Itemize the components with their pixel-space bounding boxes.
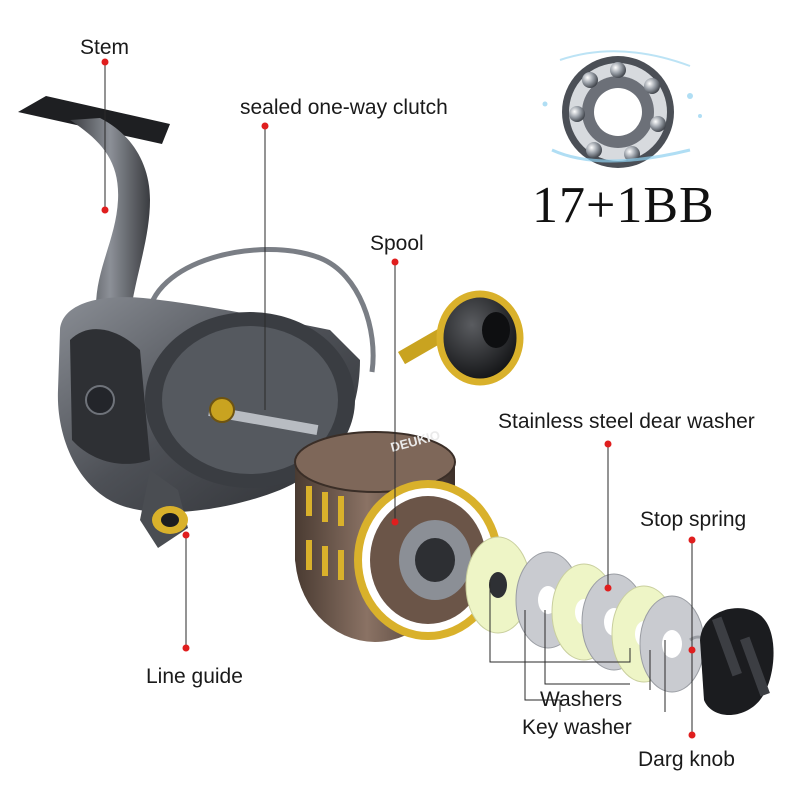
washer-stack [465, 536, 723, 693]
drag-knob-part [700, 608, 774, 715]
callout-markers [101, 58, 696, 739]
line-guide-roller [140, 470, 188, 548]
bail-arm [145, 247, 376, 373]
crank-knob [398, 290, 524, 386]
label-spool: Spool [370, 232, 424, 255]
leader-lines [104, 62, 693, 735]
label-key-washer: Key washer [522, 716, 632, 739]
stem-handle [18, 96, 170, 318]
label-stop-spring: Stop spring [640, 508, 747, 531]
label-clutch: sealed one-way clutch [240, 96, 448, 119]
bearing-count-badge: 17+1BB [532, 177, 715, 234]
label-steel-washer: Stainless steel dear washer [498, 410, 755, 433]
ball-bearing-image [542, 50, 702, 168]
spool-part: DEUKIO [294, 427, 502, 642]
clutch-bearing [209, 397, 235, 423]
label-drag-knob: Darg knob [638, 748, 735, 771]
label-line-guide: Line guide [146, 665, 243, 688]
reel-body [57, 297, 360, 513]
label-washers: Washers [540, 688, 623, 711]
label-stem: Stem [80, 36, 130, 59]
main-shaft [208, 405, 319, 435]
